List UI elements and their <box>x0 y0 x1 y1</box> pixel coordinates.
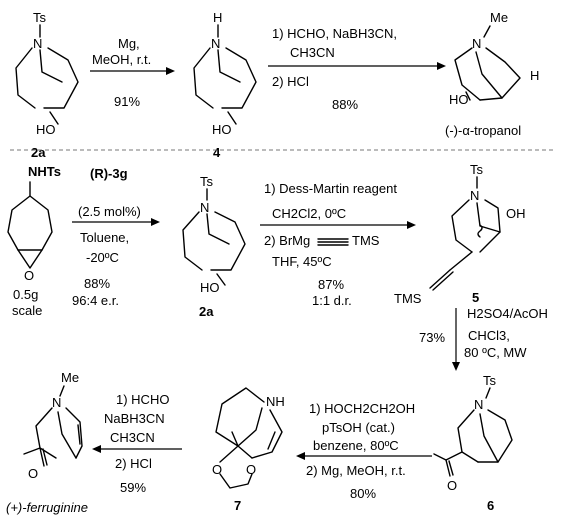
o-label: O <box>24 268 34 283</box>
ts-label: Ts <box>200 174 214 189</box>
step-line-2: CH3CN <box>290 45 335 60</box>
step-line-3a: 2) BrMg <box>264 233 310 248</box>
step-line-4: 2) Mg, MeOH, r.t. <box>306 463 406 478</box>
dr-text: 1:1 d.r. <box>312 293 352 308</box>
step-line-3b: TMS <box>352 233 380 248</box>
arrow-step-catalysis: (R)-3g (2.5 mol%) Toluene, -20ºC 88% 96:… <box>72 166 160 308</box>
compound-label: 2a <box>31 145 46 160</box>
ts-label: Ts <box>33 10 47 25</box>
compound-4: H N HO 4 <box>193 10 257 160</box>
ts-label: Ts <box>470 162 484 177</box>
o-label: O <box>28 466 38 481</box>
step-line-2: CHCl3, <box>468 328 510 343</box>
step-line-1: H2SO4/AcOH <box>467 306 548 321</box>
scale-2: scale <box>12 303 42 318</box>
compound-label: (+)-ferruginine <box>6 500 88 515</box>
ho-label: HO <box>200 280 220 295</box>
nhts-label: NHTs <box>28 164 61 179</box>
step-line-1: 1) HCHO <box>116 392 169 407</box>
solvent-text: Toluene, <box>80 230 129 245</box>
yield-text: 88% <box>84 276 110 291</box>
yield-text: 91% <box>114 94 140 109</box>
compound-7: NH O O 7 <box>212 387 285 513</box>
yield-text: 80% <box>350 486 376 501</box>
ho-label: HO <box>36 122 56 137</box>
arrow-step-cyclization: H2SO4/AcOH 73% CHCl3, 80 ºC, MW <box>419 306 548 371</box>
n-label: N <box>474 397 483 412</box>
me-label: Me <box>61 370 79 385</box>
step-line-3: 80 ºC, MW <box>464 345 527 360</box>
conditions-text: MeOH, r.t. <box>92 52 151 67</box>
step-line-3: 2) HCl <box>272 74 309 89</box>
yield-text: 73% <box>419 330 445 345</box>
ts-label: Ts <box>483 373 497 388</box>
step-line-2: pTsOH (cat.) <box>322 420 395 435</box>
compound-6: Ts N O 6 <box>433 373 513 513</box>
ho-label: HO <box>449 92 469 107</box>
arrow-step-mg: Mg, MeOH, r.t. 91% <box>90 36 175 109</box>
loading-text: (2.5 mol%) <box>78 204 141 219</box>
scale-1: 0.5g <box>13 287 38 302</box>
compound-label: 5 <box>472 290 479 305</box>
n-label: N <box>33 36 42 51</box>
er-text: 96:4 e.r. <box>72 293 119 308</box>
yield-text: 87% <box>318 277 344 292</box>
step-line-1: 1) Dess-Martin reagent <box>264 181 397 196</box>
o-label-1: O <box>212 462 222 477</box>
compound-label: (-)-α-tropanol <box>445 123 521 138</box>
compound-tropanol: Me N H HO (-)-α-tropanol <box>445 10 539 138</box>
step-line-1: 1) HCHO, NaBH3CN, <box>272 26 397 41</box>
o-label: O <box>447 478 457 493</box>
arrow-step-final-methylation: 1) HCHO NaBH3CN CH3CN 2) HCl 59% <box>92 392 182 495</box>
reagent-text: Mg, <box>118 36 140 51</box>
arrow-step-oxidation-addition: 1) Dess-Martin reagent CH2Cl2, 0ºC 2) Br… <box>260 181 416 308</box>
n-label: N <box>472 36 481 51</box>
yield-text: 88% <box>332 97 358 112</box>
ho-label: HO <box>212 122 232 137</box>
compound-label: 6 <box>487 498 494 513</box>
h-label: H <box>213 10 222 25</box>
arrow-step-ketal-deprotection: 1) HOCH2CH2OH pTsOH (cat.) benzene, 80ºC… <box>296 401 432 501</box>
compound-label: 7 <box>234 498 241 513</box>
step-line-3: CH3CN <box>110 430 155 445</box>
yield-text: 59% <box>120 480 146 495</box>
step-line-2: NaBH3CN <box>104 411 165 426</box>
compound-2a-top: Ts N HO 2a <box>15 10 79 160</box>
compound-epoxide-sm: NHTs O 0.5g scale <box>7 164 61 318</box>
n-label: N <box>211 36 220 51</box>
compound-ferruginine: Me N O (+)-ferruginine <box>6 370 88 515</box>
n-label: N <box>52 395 61 410</box>
oh-label: OH <box>506 206 526 221</box>
temp-text: -20ºC <box>86 250 119 265</box>
compound-label: 2a <box>199 304 214 319</box>
step-line-4: 2) HCl <box>115 456 152 471</box>
h-label: H <box>530 68 539 83</box>
step-line-2: CH2Cl2, 0ºC <box>272 206 346 221</box>
compound-label: 4 <box>213 145 221 160</box>
arrow-step-methylation: 1) HCHO, NaBH3CN, CH3CN 2) HCl 88% <box>268 26 446 112</box>
step-line-3: benzene, 80ºC <box>313 438 399 453</box>
step-line-1: 1) HOCH2CH2OH <box>309 401 415 416</box>
compound-5: Ts N OH TMS 5 <box>394 162 526 306</box>
n-label: N <box>470 188 479 203</box>
tms-label: TMS <box>394 291 422 306</box>
me-label: Me <box>490 10 508 25</box>
nh-label: NH <box>266 394 285 409</box>
catalyst-text: (R)-3g <box>90 166 128 181</box>
o-label-2: O <box>246 462 256 477</box>
step-line-4: THF, 45ºC <box>272 254 332 269</box>
compound-2a-middle: Ts N HO 2a <box>182 174 246 319</box>
n-label: N <box>200 200 209 215</box>
